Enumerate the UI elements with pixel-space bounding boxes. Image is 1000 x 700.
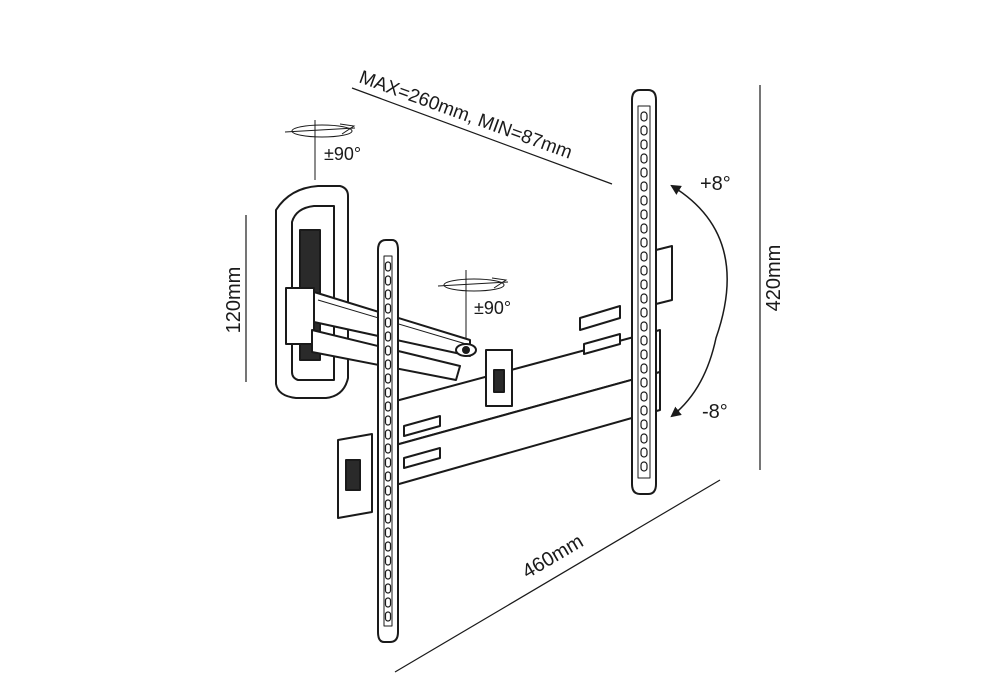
rail-hole: [640, 293, 648, 304]
tilt-up-label: +8°: [700, 173, 731, 195]
rail-hole: [384, 387, 392, 398]
rail-hole: [384, 401, 392, 412]
rail-hole: [384, 373, 392, 384]
dimension-lines: [245, 85, 761, 673]
rail-hole: [384, 443, 392, 454]
extension-dimension-line: [351, 87, 613, 185]
rail-hole: [640, 349, 648, 360]
rail-hole: [640, 125, 648, 136]
rail-hole: [640, 167, 648, 178]
rail-hole: [640, 321, 648, 332]
rail-hole: [384, 555, 392, 566]
rail-hole: [640, 223, 648, 234]
rail-hole: [640, 195, 648, 206]
rail-hole: [384, 513, 392, 524]
rail-hole: [640, 181, 648, 192]
rail-hole: [384, 331, 392, 342]
rail-hole: [640, 405, 648, 416]
rail-hole: [640, 307, 648, 318]
rail-hole: [384, 597, 392, 608]
rail-hole: [384, 261, 392, 272]
tilt-down-label: -8°: [702, 401, 728, 423]
rail-hole: [384, 583, 392, 594]
rail-hole: [640, 391, 648, 402]
rail-hole: [640, 363, 648, 374]
right-rail-holes: [640, 111, 648, 472]
rail-hole: [384, 289, 392, 300]
rail-hole: [640, 419, 648, 430]
rail-hole: [640, 279, 648, 290]
rail-hole: [384, 345, 392, 356]
left-vertical-rail: [377, 239, 399, 643]
rail-hole: [640, 237, 648, 248]
rail-hole: [640, 377, 648, 388]
rail-hole: [640, 111, 648, 122]
rail-hole: [384, 275, 392, 286]
wall-swivel-symbol: [284, 120, 356, 180]
tilt-arc-arrow: [670, 184, 728, 418]
width-dimension-line: [394, 479, 721, 673]
rail-hole: [384, 499, 392, 510]
rail-hole: [384, 429, 392, 440]
rail-hole: [384, 303, 392, 314]
rail-hole: [384, 457, 392, 468]
rail-hole: [384, 471, 392, 482]
extension-label: MAX=260mm, MIN=87mm: [356, 67, 575, 164]
left-rail-holes: [384, 261, 392, 622]
rail-hole: [640, 433, 648, 444]
rail-hole: [640, 335, 648, 346]
right-vertical-rail: [631, 89, 673, 495]
arm-swivel-symbol: [437, 270, 509, 345]
rail-hole: [384, 317, 392, 328]
height-label: 420mm: [763, 245, 785, 312]
width-label: 460mm: [519, 530, 588, 583]
wall-plate-height-label: 120mm: [223, 267, 245, 334]
rail-hole: [384, 415, 392, 426]
rail-hole: [640, 251, 648, 262]
rail-hole: [384, 359, 392, 370]
rail-hole: [640, 447, 648, 458]
rail-hole: [640, 153, 648, 164]
wall-plate: [275, 185, 349, 399]
rail-hole: [640, 139, 648, 150]
wall-swivel-label: ±90°: [324, 144, 361, 164]
rail-hole: [384, 541, 392, 552]
rail-hole: [640, 265, 648, 276]
arm-swivel-label: ±90°: [474, 298, 511, 318]
rail-hole: [384, 569, 392, 580]
rail-hole: [640, 209, 648, 220]
rail-hole: [384, 485, 392, 496]
rail-hole: [640, 461, 648, 472]
rail-hole: [384, 611, 392, 622]
rail-hole: [384, 527, 392, 538]
